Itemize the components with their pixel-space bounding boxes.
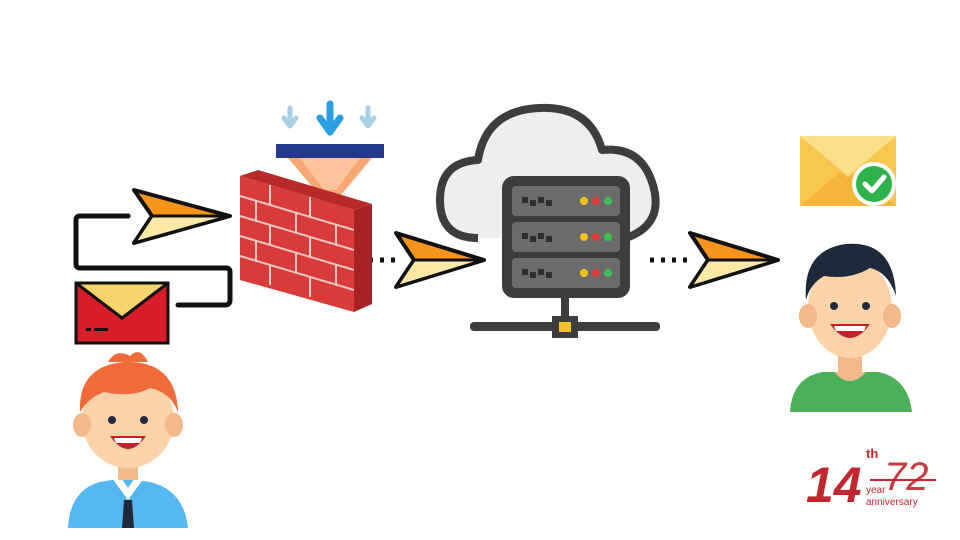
- anniversary-logo: 14 th 72 year anniversary: [806, 446, 936, 513]
- sender-person-icon: [68, 352, 188, 528]
- logo-line1: year: [866, 485, 886, 496]
- server-unit-1: [512, 186, 620, 216]
- logo-number: 14: [806, 457, 862, 513]
- recipient-person-icon: [790, 243, 912, 412]
- server-unit-2: [512, 222, 620, 252]
- paper-plane-arrow-1: [132, 188, 232, 245]
- logo-mark: 72: [884, 455, 929, 499]
- filter-arrow-icons: [281, 100, 377, 136]
- logo-suffix: th: [866, 446, 878, 461]
- connector-mail-to-firewall: [73, 213, 233, 308]
- server-unit-3: [512, 258, 620, 288]
- paper-plane-arrow-2: [394, 231, 486, 289]
- firewall-filter-icon: [239, 100, 384, 312]
- envelope-check-icon: [800, 136, 896, 206]
- paper-plane-arrow-3: [688, 231, 780, 289]
- logo-line2: anniversary: [866, 497, 918, 508]
- cloud-server-icon: [436, 103, 660, 338]
- red-envelope-icon: [74, 281, 170, 345]
